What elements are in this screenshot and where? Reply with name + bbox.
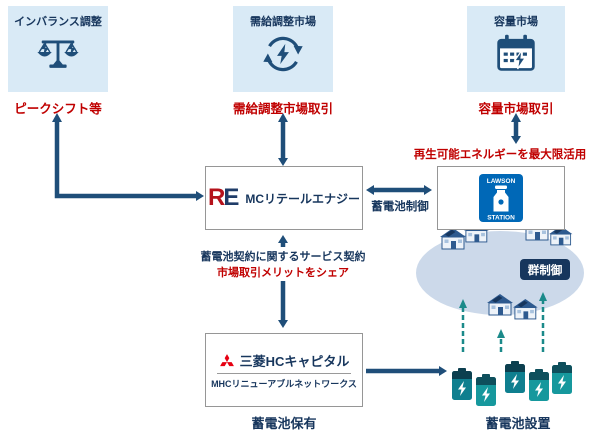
lawson-box: LAWSON STATION [437, 166, 565, 230]
supply-demand-market-box: 需給調整市場 [233, 6, 333, 92]
group-control-badge: 群制御 [520, 259, 570, 280]
house-icon [486, 293, 514, 316]
battery-icon [529, 369, 549, 401]
mhc-subsidiary-name: MHCリニューアブルネットワークス [211, 378, 357, 389]
battery-icon [552, 362, 572, 394]
supply-demand-trade-label: 需給調整市場取引 [232, 102, 333, 116]
house-icon [512, 298, 539, 320]
mhc-company-name: 三菱HCキャピタル [239, 353, 350, 369]
balance-scale-bolt-icon [37, 40, 79, 68]
calendar-bolt-icon [497, 34, 535, 71]
lawson-logo-top-text: LAWSON [487, 178, 516, 185]
store-sites [439, 218, 573, 320]
imbalance-box: インバランス調整 [8, 6, 108, 92]
cycle-bolt-icon [263, 36, 303, 72]
mhc-box: 三菱HCキャピタル MHCリニューアブルネットワークス [205, 333, 363, 407]
market-share-label: 市場取引メリットをシェア [183, 263, 383, 281]
dashed-arrowheads [459, 292, 547, 338]
battery-icon [476, 374, 496, 406]
imbalance-title: インバランス調整 [14, 16, 102, 28]
house-icon [439, 227, 467, 250]
group-control-label: 群制御 [527, 263, 563, 277]
supply-demand-market-title: 需給調整市場 [250, 16, 316, 28]
mitsubishi-logo [219, 353, 234, 366]
battery-icon [505, 361, 525, 393]
re-logo-e: E [223, 184, 240, 211]
lawson-logo: LAWSON STATION [479, 174, 523, 222]
mc-retail-name: MCリテールエナジー [245, 191, 361, 206]
battery-control-label: 蓄電池制御 [371, 201, 429, 213]
lawson-logo-bottom-text: STATION [487, 215, 515, 222]
battery-icon [452, 368, 472, 400]
mhc-company-row: 三菱HCキャピタル [219, 351, 350, 370]
capacity-market-title: 容量市場 [494, 16, 538, 28]
peak-shift-label: ピークシフト等 [14, 102, 102, 116]
site-cluster-ellipse [416, 231, 584, 315]
service-contract-label: 蓄電池契約に関するサービス契約 [183, 247, 383, 265]
capacity-trade-label: 容量市場取引 [478, 102, 554, 116]
mhc-divider [217, 372, 351, 374]
capacity-market-box: 容量市場 [467, 6, 565, 92]
re-logo-r: R [207, 184, 226, 211]
battery-bank [452, 361, 572, 406]
battery-to-site-dashed-arrows [461, 300, 545, 352]
renewable-max-label: 再生可能エネルギーを最大限活用 [413, 149, 587, 161]
battery-install-label: 蓄電池設置 [485, 416, 551, 431]
battery-own-label: 蓄電池保有 [251, 416, 317, 431]
